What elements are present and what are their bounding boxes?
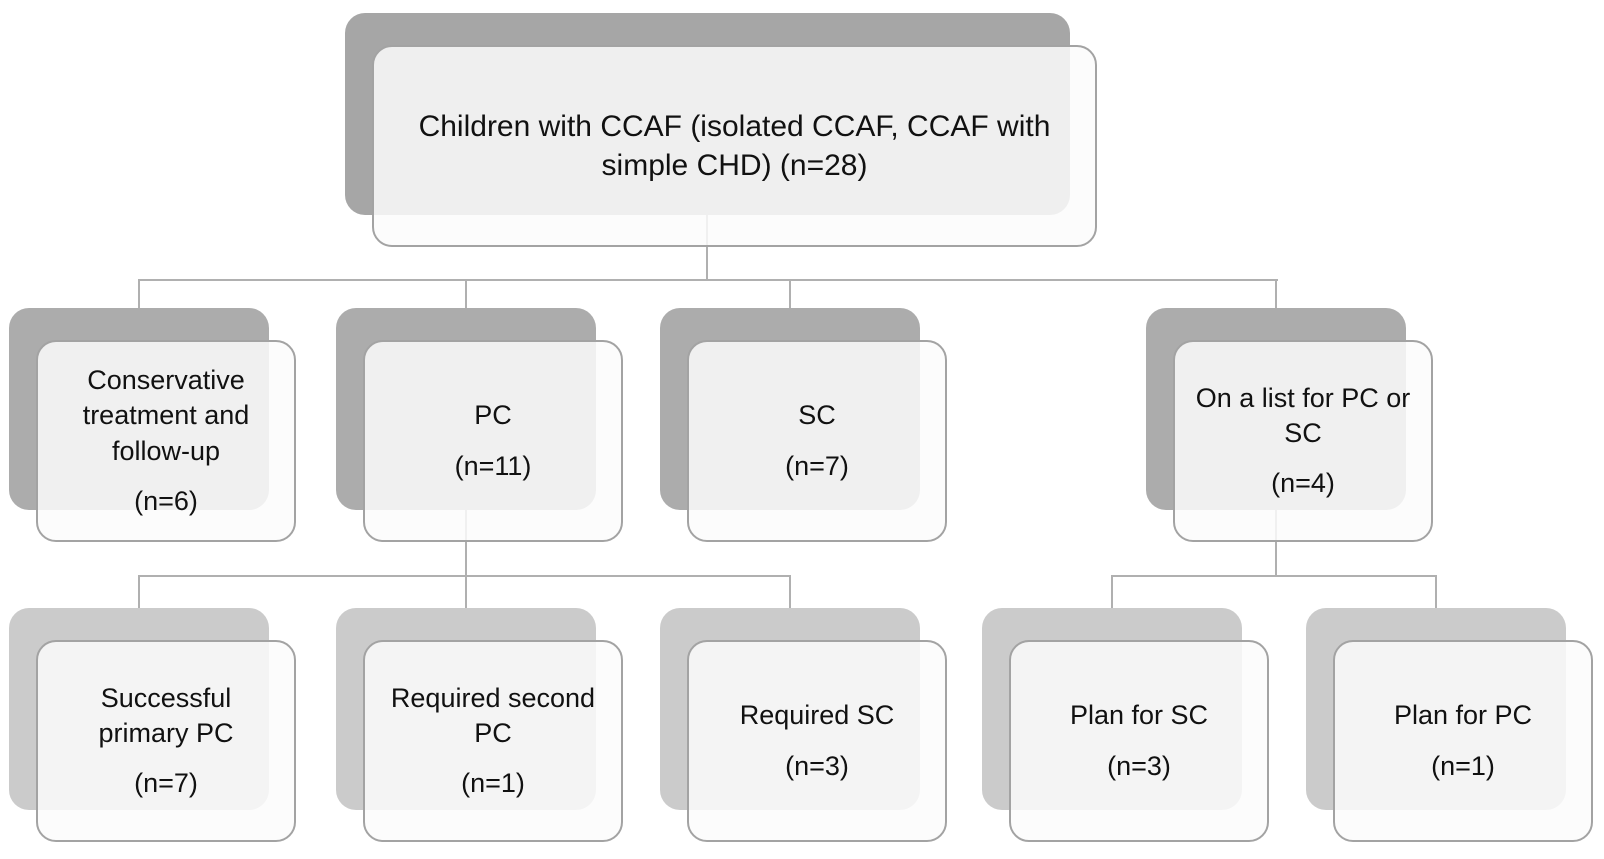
node-waitlist: On a list for PC or SC (n=4): [1146, 308, 1433, 542]
node-waitlist-card: On a list for PC or SC (n=4): [1173, 340, 1433, 542]
node-sc-label: SC: [798, 400, 836, 431]
node-plan-for-sc: Plan for SC (n=3): [982, 608, 1269, 842]
node-successful-primary-pc-label: Successful primary PC: [98, 682, 234, 748]
node-required-second-pc: Required second PC (n=1): [336, 608, 623, 842]
node-required-second-pc-label: Required second PC: [390, 682, 596, 748]
node-successful-primary-pc-count: (n=7): [134, 768, 198, 799]
node-plan-for-pc-label: Plan for PC: [1393, 700, 1533, 731]
node-pc-card: PC (n=11): [363, 340, 623, 542]
node-conservative-count: (n=6): [134, 485, 198, 516]
node-root-label: Children with CCAF (isolated CCAF, CCAF …: [418, 110, 1051, 182]
node-plan-for-sc-count: (n=3): [1107, 750, 1171, 781]
node-root-card: Children with CCAF (isolated CCAF, CCAF …: [372, 45, 1097, 247]
node-required-sc: Required SC (n=3): [660, 608, 947, 842]
node-required-second-pc-card: Required second PC (n=1): [363, 640, 623, 842]
node-waitlist-label: On a list for PC or SC: [1195, 382, 1411, 448]
node-required-sc-count: (n=3): [785, 750, 849, 781]
node-plan-for-pc-card: Plan for PC (n=1): [1333, 640, 1593, 842]
connector-level2-rail: [138, 279, 1278, 281]
node-plan-for-sc-card: Plan for SC (n=3): [1009, 640, 1269, 842]
node-plan-for-sc-label: Plan for SC: [1069, 700, 1209, 731]
connector-stub-plan-pc: [1435, 575, 1437, 623]
node-conservative-label: Conservative treatment and follow-up: [82, 365, 250, 466]
connector-stub-plan-sc: [1111, 575, 1113, 623]
connector-stub-sc: [789, 279, 791, 321]
node-pc-count: (n=11): [454, 450, 532, 481]
node-required-sc-label: Required SC: [739, 700, 895, 731]
node-root: Children with CCAF (isolated CCAF, CCAF …: [345, 13, 1097, 247]
node-conservative: Conservative treatment and follow-up (n=…: [9, 308, 296, 542]
node-conservative-card: Conservative treatment and follow-up (n=…: [36, 340, 296, 542]
node-waitlist-count: (n=4): [1271, 468, 1335, 499]
connector-stub-pc: [465, 279, 467, 321]
connector-pc-rail: [138, 575, 791, 577]
node-required-second-pc-count: (n=1): [461, 768, 525, 799]
node-plan-for-pc-count: (n=1): [1431, 750, 1495, 781]
connector-stub-successful-pc: [138, 575, 140, 623]
node-successful-primary-pc-card: Successful primary PC (n=7): [36, 640, 296, 842]
node-sc-card: SC (n=7): [687, 340, 947, 542]
node-required-sc-card: Required SC (n=3): [687, 640, 947, 842]
connector-stub-waitlist: [1275, 279, 1277, 321]
node-plan-for-pc: Plan for PC (n=1): [1306, 608, 1593, 842]
connector-stub-required-sc: [789, 575, 791, 623]
node-pc: PC (n=11): [336, 308, 623, 542]
node-successful-primary-pc: Successful primary PC (n=7): [9, 608, 296, 842]
node-sc-count: (n=7): [785, 450, 849, 481]
connector-stub-conservative: [138, 279, 140, 321]
node-sc: SC (n=7): [660, 308, 947, 542]
node-pc-label: PC: [474, 400, 512, 431]
connector-stub-second-pc: [465, 575, 467, 623]
connector-waitlist-rail: [1111, 575, 1437, 577]
